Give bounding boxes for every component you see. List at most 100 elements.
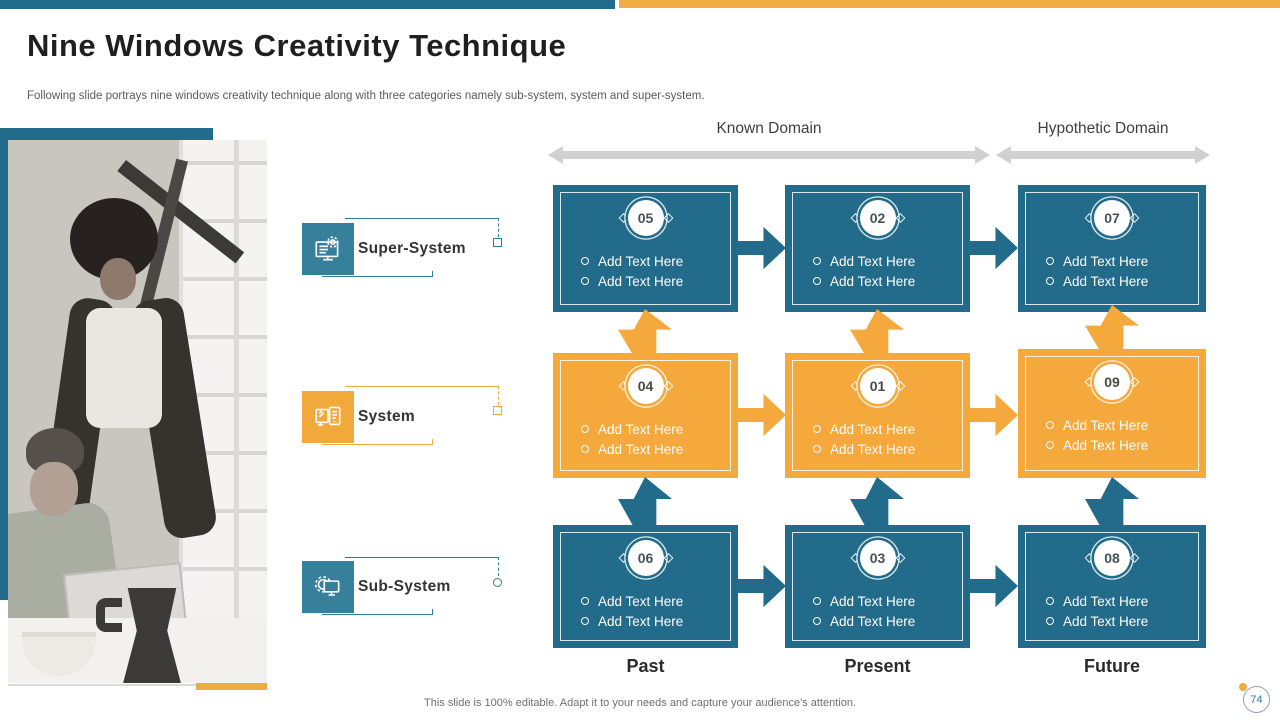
bullet-icon	[581, 617, 589, 625]
photo-underline	[8, 684, 196, 686]
category-label-sub-system: Sub-System	[358, 578, 451, 595]
bullet-icon	[813, 257, 821, 265]
timeline-label-future: Future	[1084, 656, 1140, 676]
window-cell-09: 09 Add Text Here Add Text Here	[1018, 349, 1206, 478]
number-badge: 04	[624, 364, 668, 408]
placeholder-text[interactable]: Add Text Here	[830, 441, 916, 457]
bullet-icon	[581, 597, 589, 605]
sub-system-tile	[302, 561, 354, 613]
cell-number: 02	[859, 200, 896, 236]
known-domain-label: Known Domain	[716, 120, 822, 137]
placeholder-text[interactable]: Add Text Here	[598, 273, 684, 289]
placeholder-text[interactable]: Add Text Here	[598, 441, 684, 457]
hypothetic-domain-label: Hypothetic Domain	[1037, 120, 1169, 137]
double-arrow-icon	[996, 146, 1210, 164]
arrow-up-icon	[850, 477, 904, 527]
monitor-gear-icon	[315, 236, 339, 261]
number-badge: 03	[856, 536, 900, 580]
cell-number: 07	[1094, 200, 1130, 236]
connector-line	[345, 386, 498, 387]
arrow-up-icon	[618, 309, 672, 356]
cell-number: 08	[1094, 540, 1130, 576]
photo	[8, 140, 267, 683]
double-arrow-icon	[548, 146, 990, 164]
page-subtitle: Following slide portrays nine windows cr…	[27, 90, 705, 102]
top-accent-bar-orange	[619, 0, 1280, 8]
window-cell-08: 08 Add Text Here Add Text Here	[1018, 525, 1206, 648]
placeholder-text[interactable]: Add Text Here	[598, 253, 684, 269]
timeline-label-present: Present	[844, 656, 911, 676]
number-badge: 06	[624, 536, 668, 580]
window-cell-05: 05 Add Text Here Add Text Here	[553, 185, 738, 312]
number-badge: 02	[856, 196, 900, 240]
arrow-up-icon	[1085, 305, 1139, 352]
window-cell-02: 02 Add Text Here Add Text Here	[785, 185, 970, 312]
placeholder-text[interactable]: Add Text Here	[1063, 593, 1149, 609]
connector-circle-endpoint	[493, 578, 502, 587]
arrow-right-icon	[969, 393, 1018, 437]
cell-number: 09	[1094, 364, 1130, 400]
photo-person-2-shirt	[86, 308, 162, 428]
connector-dashed-line	[498, 557, 499, 576]
placeholder-text[interactable]: Add Text Here	[830, 273, 916, 289]
placeholder-text[interactable]: Add Text Here	[598, 421, 684, 437]
bullet-icon	[1046, 421, 1054, 429]
connector-square-endpoint	[493, 406, 502, 415]
cell-number: 05	[627, 200, 664, 236]
system-tile	[302, 391, 354, 443]
connector-line	[345, 218, 498, 219]
number-badge: 09	[1090, 360, 1134, 404]
placeholder-text[interactable]: Add Text Here	[1063, 437, 1149, 453]
placeholder-text[interactable]: Add Text Here	[1063, 273, 1149, 289]
bullet-icon	[1046, 597, 1054, 605]
placeholder-text[interactable]: Add Text Here	[830, 613, 916, 629]
number-badge: 08	[1090, 536, 1134, 580]
window-cell-03: 03 Add Text Here Add Text Here	[785, 525, 970, 648]
number-badge: 05	[624, 196, 668, 240]
cell-number: 03	[859, 540, 896, 576]
placeholder-text[interactable]: Add Text Here	[598, 593, 684, 609]
placeholder-text[interactable]: Add Text Here	[598, 613, 684, 629]
bullet-icon	[581, 445, 589, 453]
top-accent-bar-teal	[0, 0, 615, 9]
cell-number: 04	[627, 368, 664, 404]
window-cell-07: 07 Add Text Here Add Text Here	[1018, 185, 1206, 312]
photo-person-1-face	[30, 462, 78, 516]
arrow-right-icon	[737, 564, 786, 608]
connector-dashed-line	[498, 218, 499, 237]
bullet-icon	[581, 277, 589, 285]
placeholder-text[interactable]: Add Text Here	[1063, 417, 1149, 433]
connector-square-endpoint	[493, 238, 502, 247]
photo-orange-accent	[196, 683, 267, 690]
window-cell-01: 01 Add Text Here Add Text Here	[785, 353, 970, 478]
placeholder-text[interactable]: Add Text Here	[1063, 253, 1149, 269]
connector-line	[322, 609, 433, 615]
window-cell-06: 06 Add Text Here Add Text Here	[553, 525, 738, 648]
super-system-tile	[302, 223, 354, 275]
arrow-right-icon	[969, 226, 1018, 270]
footer-note: This slide is 100% editable. Adapt it to…	[424, 697, 856, 709]
connector-line	[322, 439, 433, 445]
bullet-icon	[813, 445, 821, 453]
photo-door-frame	[234, 140, 239, 683]
connector-line	[345, 557, 498, 558]
placeholder-text[interactable]: Add Text Here	[1063, 613, 1149, 629]
cell-number: 01	[859, 368, 896, 404]
placeholder-text[interactable]: Add Text Here	[830, 253, 916, 269]
cell-number: 06	[627, 540, 664, 576]
connector-dashed-line	[498, 386, 499, 405]
arrow-up-icon	[1085, 477, 1139, 527]
bullet-icon	[581, 257, 589, 265]
photo-person-2-face	[100, 258, 136, 300]
screen-document-icon	[315, 406, 341, 426]
timeline-label-past: Past	[626, 656, 665, 676]
arrow-right-icon	[737, 393, 786, 437]
placeholder-text[interactable]: Add Text Here	[830, 421, 916, 437]
bullet-icon	[1046, 617, 1054, 625]
window-cell-04: 04 Add Text Here Add Text Here	[553, 353, 738, 478]
number-badge: 01	[856, 364, 900, 408]
bullet-icon	[813, 597, 821, 605]
arrow-up-icon	[850, 309, 904, 356]
page-title: Nine Windows Creativity Technique	[27, 28, 567, 63]
placeholder-text[interactable]: Add Text Here	[830, 593, 916, 609]
